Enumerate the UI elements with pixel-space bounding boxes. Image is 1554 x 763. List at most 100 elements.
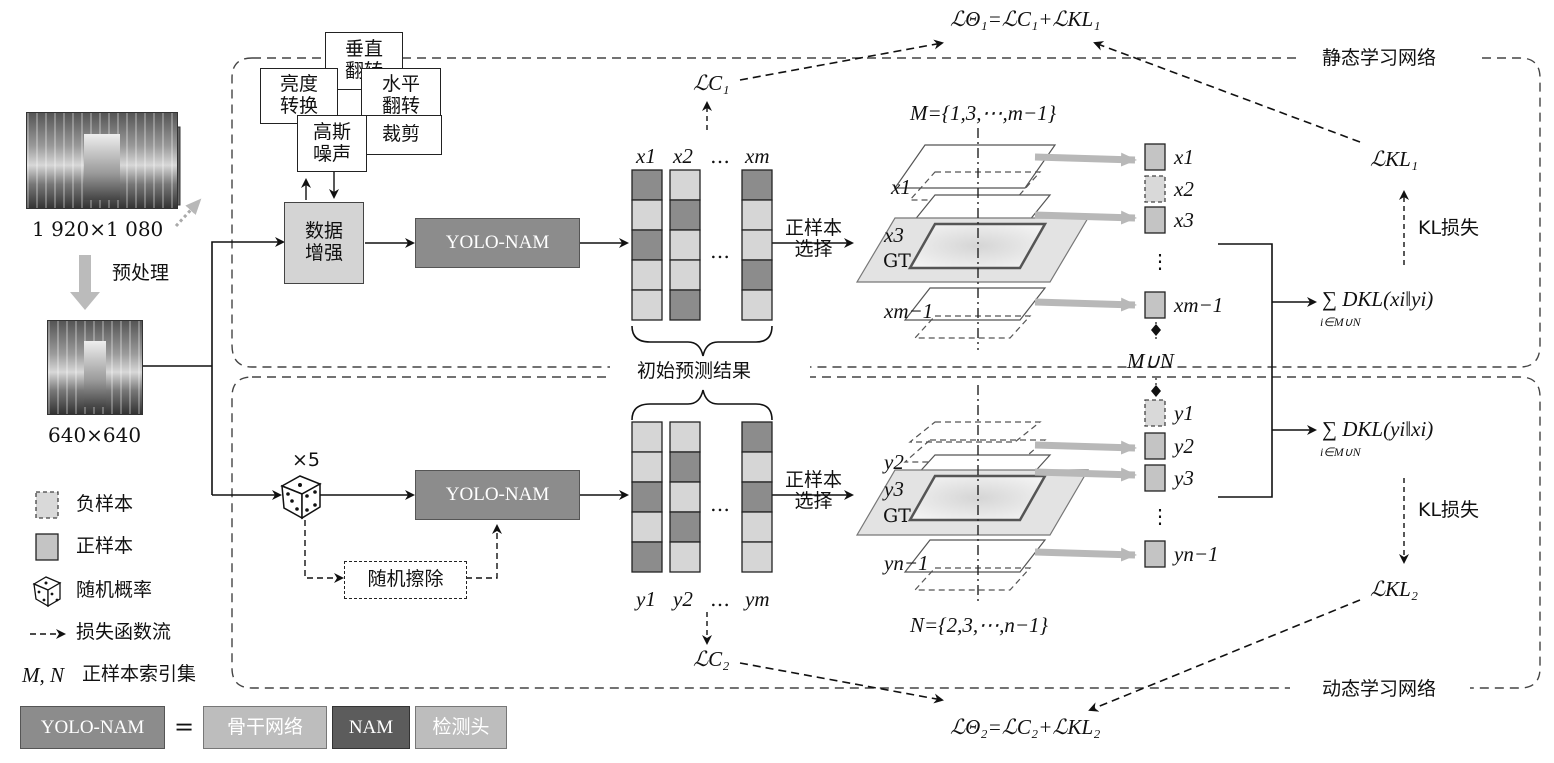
bottom-column-cell [669,511,701,543]
prediction-columns [631,169,773,573]
bottom-sample-dots: ⋮ [1150,504,1170,528]
loss-kl2: ℒKL₂ [1370,577,1419,601]
legend-mn-key: M, N [22,663,64,687]
input-image [26,112,178,209]
bottom-column-cell [741,451,773,483]
data-augmentation-box: 数据增强 [284,202,364,284]
bottom-column-cell [669,451,701,483]
top-column-cell [631,229,663,261]
kl-formula-bottom: ∑ DKL(yi‖xi) [1322,417,1434,441]
bottom-plane-y2: y2 [884,450,904,474]
y-label-1: y1 [636,587,656,611]
aug-gauss: 高斯噪声 [297,115,367,172]
input-size-label: 1 920×1 080 [32,217,164,241]
legend-negative: 负样本 [76,493,134,515]
top-plane-gt: GT [883,250,911,272]
kl-index-bottom: i∈M∪N [1320,445,1361,459]
legend-loss-flow: 损失函数流 [76,621,172,643]
static-network-label: 静态学习网络 [1322,47,1437,69]
sample-y2: y2 [1174,434,1194,458]
bottom-plane-gt: GT [883,505,911,527]
dice-icon [280,475,322,520]
sample-y3: y3 [1174,466,1194,490]
eq-yolo: YOLO-NAM [20,706,165,749]
top-plane-x3: x3 [884,223,904,247]
bottom-column-cell [741,421,773,453]
union-label: M∪N [1127,349,1174,373]
dynamic-network-label: 动态学习网络 [1322,678,1437,700]
top-column-cell [669,259,701,291]
preprocess-label: 预处理 [112,262,170,284]
sample-y1: y1 [1174,401,1194,425]
top-column-cell [741,259,773,291]
loss-c2: ℒC₂ [693,647,730,671]
top-column-cell [669,289,701,321]
resized-size-label: 640×640 [48,423,142,447]
top-column-cell [631,169,663,201]
bottom-column-cell [741,541,773,573]
y-label-2: y2 [673,587,693,611]
aug-crop: 裁剪 [360,115,442,155]
top-plane-x1: x1 [891,175,911,199]
top-col-dots: … [710,239,730,263]
top-column-cell [669,229,701,261]
pos-select-top: 正样本选择 [785,217,843,260]
bottom-plane-stack [855,385,1137,605]
top-column-cell [741,289,773,321]
resized-image [47,320,143,415]
top-column-cell [741,229,773,261]
brace-bottom [631,389,773,421]
top-plane-stack [855,128,1137,350]
top-column-cell [669,169,701,201]
dynamic-network-frame [231,376,1541,689]
brace-top [631,325,773,357]
times-five-label: ×5 [292,449,321,471]
aug-hflip: 水平翻转 [361,68,441,124]
legend-mn-desc: 正样本索引集 [82,663,197,685]
sample-x3: x3 [1174,208,1194,232]
y-label-ellipsis: … [710,587,730,611]
top-column-cell [669,199,701,231]
bottom-column-cell [631,541,663,573]
bottom-plane-y3: y3 [884,477,904,501]
top-column-cell [741,199,773,231]
top-plane-xm1: xm−1 [884,299,934,323]
bottom-column-cell [631,481,663,513]
yolo-nam-bottom: YOLO-NAM [415,470,580,520]
top-column-cell [631,259,663,291]
bottom-sample-boxes [1144,399,1166,568]
eq-equals: = [174,713,195,741]
loss-kl1: ℒKL₁ [1370,147,1419,171]
bottom-plane-yn1: yn−1 [884,551,929,575]
bottom-column-cell [741,511,773,543]
eq-head: 检测头 [415,706,507,749]
top-column-cell [631,199,663,231]
sample-yn1: yn−1 [1174,542,1219,566]
top-sample-boxes [1144,143,1166,319]
x-label-m: xm [745,144,770,168]
random-erase-box: 随机擦除 [344,561,467,599]
y-label-m: ym [745,587,770,611]
x-label-2: x2 [673,144,693,168]
eq-backbone: 骨干网络 [203,706,327,749]
top-column-cell [631,289,663,321]
m-set-label: M={1,3,⋯,m−1} [910,101,1057,125]
bottom-column-cell [631,421,663,453]
pos-select-bottom: 正样本选择 [785,469,843,512]
top-sample-dots: ⋮ [1150,249,1170,273]
bottom-column-cell [741,481,773,513]
kl-loss-top: KL损失 [1418,217,1480,239]
yolo-nam-top: YOLO-NAM [415,218,580,268]
bottom-column-cell [669,421,701,453]
kl-formula-top: ∑ DKL(xi‖yi) [1322,287,1434,311]
x-label-ellipsis: … [710,144,730,168]
bottom-column-cell [669,481,701,513]
sample-x2: x2 [1174,177,1194,201]
legend-dice-icon [32,576,62,608]
bottom-column-cell [669,541,701,573]
legend-positive: 正样本 [76,535,134,557]
bottom-column-cell [631,451,663,483]
sample-x1: x1 [1174,145,1194,169]
kl-loss-bottom: KL损失 [1418,499,1480,521]
